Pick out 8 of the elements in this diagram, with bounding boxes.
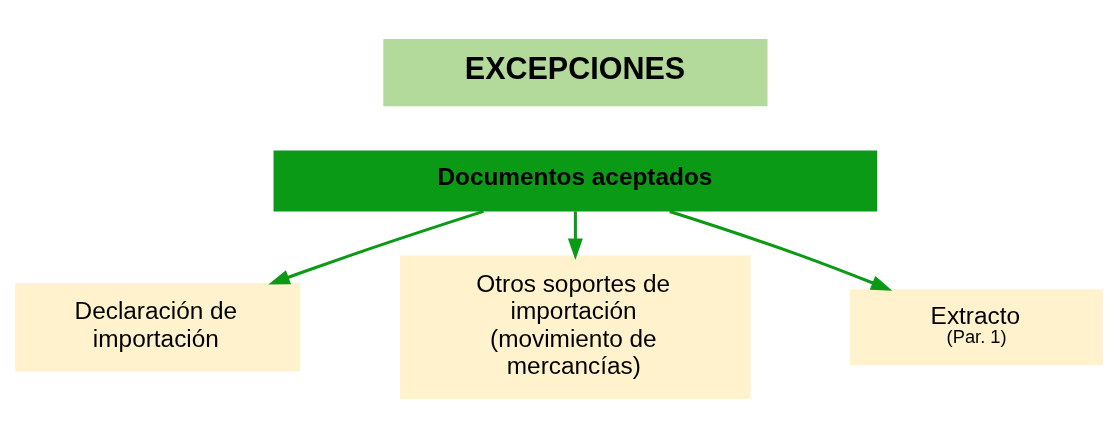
arrow: [669, 209, 893, 291]
node-box: EXCEPCIONES: [383, 38, 768, 106]
node-box: Declaración de importación: [15, 282, 301, 371]
arrow: [268, 209, 484, 284]
node-box: Documentos aceptados: [273, 149, 878, 211]
node-box: Otros soportes de importación (movimiento de mercancías): [400, 255, 751, 399]
node-box: Extracto (Par. 1): [849, 288, 1103, 365]
arrow: [567, 210, 583, 260]
